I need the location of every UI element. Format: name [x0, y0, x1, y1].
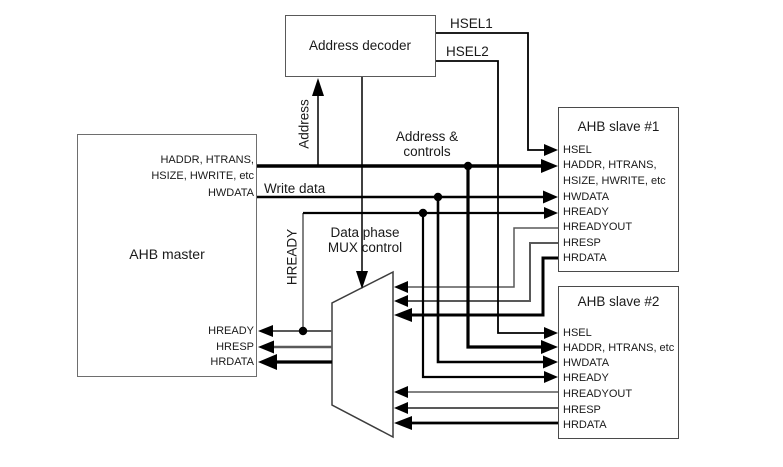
ahb-slave1-box — [558, 107, 679, 272]
address-vertical-label: Address — [296, 99, 312, 149]
slave2-port-hready: HREADY — [563, 372, 609, 384]
wire-hsel1 — [436, 32, 545, 151]
slave1-port-hrdata: HRDATA — [563, 252, 607, 264]
hsel2-label: HSEL2 — [446, 44, 489, 59]
junction-hready-feedback — [298, 326, 308, 336]
slave1-port-hsize: HSIZE, HWRITE, etc — [563, 175, 666, 187]
address-decoder-box: Address decoder — [285, 15, 436, 77]
wire-hready-branch — [421, 213, 545, 379]
slave1-port-hsel: HSEL — [563, 144, 592, 156]
arrow-slave2-hsel — [544, 327, 558, 339]
slave1-port-hreadyout: HREADYOUT — [563, 221, 633, 233]
ahb-slave2-title: AHB slave #2 — [577, 294, 660, 309]
arrow-slave2-haddr — [541, 340, 558, 354]
slave2-port-hresp: HRESP — [563, 404, 601, 416]
wire-slave1-hrdata — [410, 256, 558, 317]
slave2-port-hsel: HSEL — [563, 327, 592, 339]
junction-address-bus — [463, 161, 473, 171]
arrow-slave1-haddr — [541, 159, 558, 173]
arrow-address-up — [312, 78, 324, 96]
master-port-haddr: HADDR, HTRANS, — [160, 154, 254, 166]
ahb-master-box — [77, 134, 257, 377]
junction-hready — [418, 208, 428, 218]
slave2-port-haddr: HADDR, HTRANS, etc — [563, 342, 675, 354]
arrow-slave1-hready — [544, 207, 558, 219]
junction-write-data — [433, 192, 443, 202]
arrow-master-hready — [258, 325, 273, 337]
master-port-hready: HREADY — [208, 325, 254, 337]
arrow-master-hresp — [258, 340, 274, 354]
arrow-master-hrdata — [258, 354, 277, 370]
master-port-hrdata: HRDATA — [210, 356, 254, 368]
master-port-hresp: HRESP — [216, 341, 254, 353]
address-decoder-title: Address decoder — [308, 38, 412, 53]
junction-dots — [298, 161, 473, 336]
arrow-mux-in-hreadyout1 — [394, 281, 408, 293]
ahb-master-title: AHB master — [129, 246, 205, 262]
ahb-slave1-title: AHB slave #1 — [577, 119, 660, 134]
address-controls-label: Address & controls — [395, 129, 459, 159]
mux-shape — [331, 270, 394, 439]
arrow-slave2-hready — [544, 371, 558, 383]
arrow-slave1-hwdata — [543, 190, 558, 204]
wire-address-bus-branch — [466, 166, 542, 349]
wire-write-data-branch — [436, 197, 545, 364]
arrowheads — [258, 78, 558, 430]
slave1-port-hresp: HRESP — [563, 237, 601, 249]
mux-control-label: Data phase MUX control — [327, 225, 403, 255]
slave1-port-hready: HREADY — [563, 206, 609, 218]
wire-slave1-hresp — [408, 242, 558, 302]
master-port-hwdata: HWDATA — [207, 187, 254, 199]
arrow-slave1-hsel — [544, 144, 558, 156]
slave1-port-haddr: HADDR, HTRANS, — [563, 159, 657, 171]
wire-slave1-hreadyout — [408, 227, 558, 288]
slave1-port-hwdata: HWDATA — [563, 191, 610, 203]
arrow-mux-in-hrdata1 — [394, 308, 412, 322]
arrow-mux-in-hrdata2 — [394, 416, 412, 430]
slave2-port-hwdata: HWDATA — [563, 357, 610, 369]
arrow-mux-in-hreadyout2 — [394, 386, 408, 398]
arrow-mux-in-hresp2 — [394, 402, 408, 414]
arrow-mux-in-hresp1 — [394, 295, 408, 307]
black-wires — [257, 32, 558, 425]
write-data-label: Write data — [264, 181, 326, 196]
slave2-port-hreadyout: HREADYOUT — [563, 388, 633, 400]
hsel1-label: HSEL1 — [450, 16, 493, 31]
arrow-slave2-hwdata — [543, 355, 558, 369]
arrow-mux-control-down — [356, 271, 368, 289]
slave2-port-hrdata: HRDATA — [563, 419, 607, 431]
ahb-slave2-box — [558, 286, 679, 439]
gray-wires — [272, 213, 558, 409]
master-port-hsize: HSIZE, HWRITE, etc — [151, 170, 254, 182]
wire-hsel2 — [436, 60, 545, 334]
hready-vertical-label: HREADY — [284, 228, 300, 286]
